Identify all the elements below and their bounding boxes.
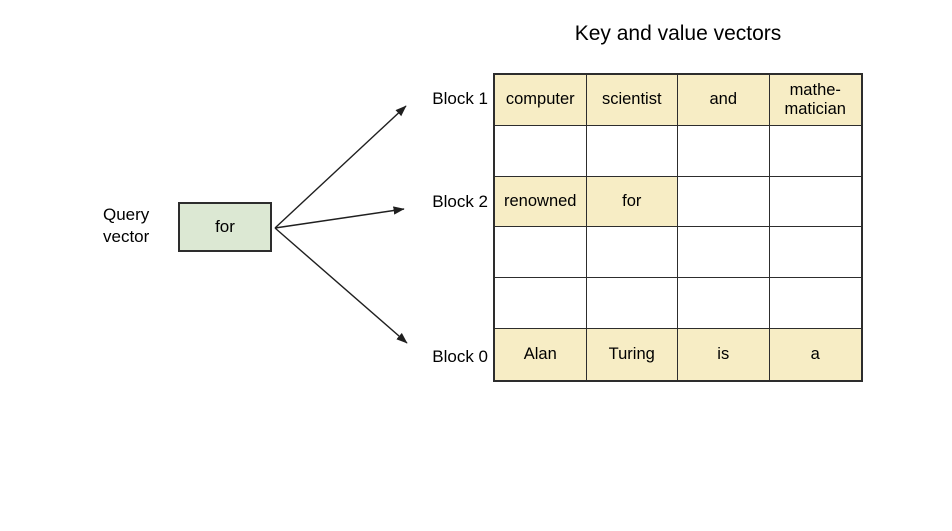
table-cell: [678, 227, 770, 279]
query-vector-value: for: [215, 217, 235, 236]
table-cell: a: [769, 329, 861, 380]
table-cell: [495, 278, 587, 330]
table-cell: [586, 227, 678, 279]
table-cell: mathe- matician: [769, 75, 861, 126]
block-2-label: Block 2: [432, 191, 488, 211]
table-cell: [495, 125, 587, 177]
arrow-to-block-2: [274, 206, 405, 229]
arrow-to-block-0: [274, 227, 408, 344]
table-cell: [586, 278, 678, 330]
table-cell: [769, 177, 861, 228]
table-cell: Turing: [586, 329, 678, 380]
block-1-label: Block 1: [432, 88, 488, 108]
table-cell: for: [586, 176, 678, 228]
table-cell: and: [678, 75, 770, 126]
table-cell: is: [678, 329, 770, 380]
table-cell: [769, 227, 861, 279]
table-cell: [586, 125, 678, 177]
table-cell: scientist: [586, 75, 678, 126]
table-cell: [678, 176, 770, 228]
table-cell: [495, 227, 587, 279]
table-cell: renowned: [495, 176, 587, 228]
query-vector-label: Query vector: [103, 205, 150, 246]
table-cell: Alan: [495, 329, 587, 380]
table-cell: computer: [495, 75, 587, 126]
query-vector-box: for: [178, 202, 272, 252]
table-cell: [678, 278, 770, 330]
table-cell: [769, 278, 861, 330]
block-0-label: Block 0: [432, 346, 488, 366]
table-cell: [678, 125, 770, 177]
diagram-title: Key and value vectors: [574, 22, 782, 45]
table-cell: [769, 126, 861, 177]
arrow-to-block-1: [274, 105, 407, 229]
